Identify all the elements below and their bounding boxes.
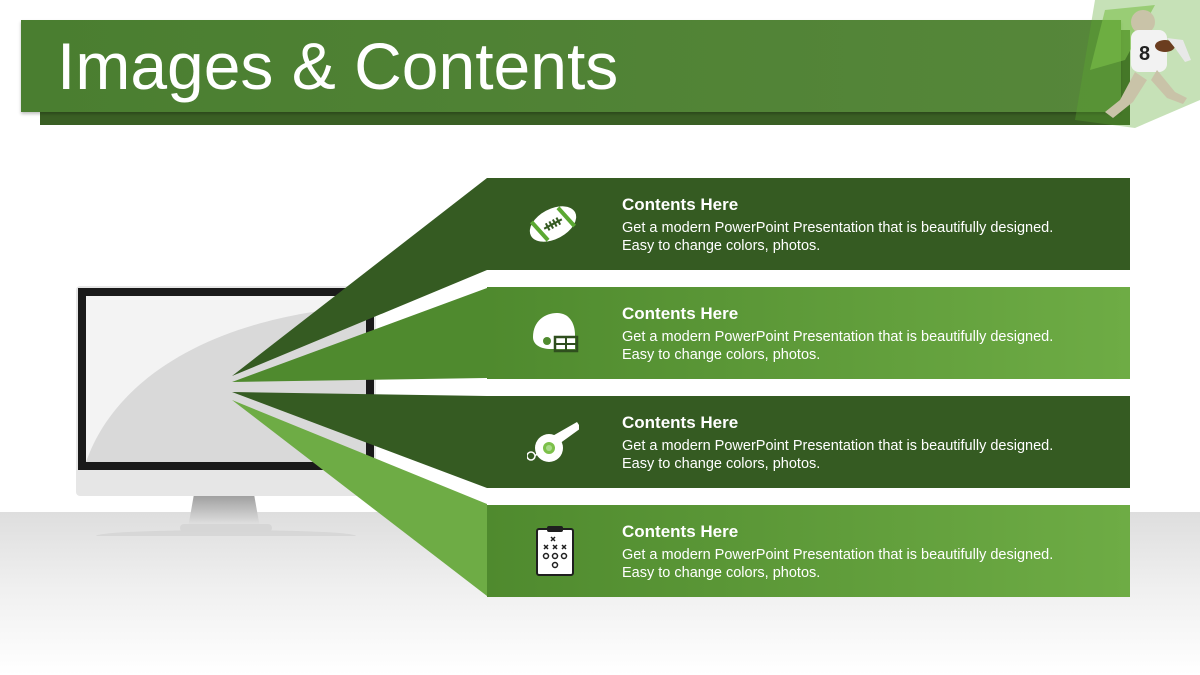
football-player-image: 8	[1075, 0, 1200, 128]
row-3-desc-line-1: Get a modern PowerPoint Presentation tha…	[622, 438, 1054, 454]
football-icon	[529, 206, 577, 242]
row-3-description: Get a modern PowerPoint Presentation tha…	[622, 437, 1102, 473]
title-bar: Images & Contents	[21, 20, 1121, 112]
beam-4	[232, 400, 487, 596]
row-3-title: Contents Here	[622, 413, 739, 432]
content-row-2: Contents Here Get a modern PowerPoint Pr…	[487, 287, 1130, 379]
whistle-icon	[527, 422, 579, 462]
row-1-desc-line-2: Easy to change colors, photos.	[622, 238, 821, 254]
beam-2	[232, 288, 487, 382]
row-4-title: Contents Here	[622, 522, 739, 541]
row-1-title: Contents Here	[622, 195, 739, 214]
content-row-4: Contents Here Get a modern PowerPoint Pr…	[487, 505, 1130, 597]
slide-title: Images & Contents	[57, 29, 619, 103]
row-4-desc-line-1: Get a modern PowerPoint Presentation tha…	[622, 547, 1054, 563]
content-row-3: Contents Here Get a modern PowerPoint Pr…	[487, 396, 1130, 488]
row-1-description: Get a modern PowerPoint Presentation tha…	[622, 219, 1102, 255]
row-2-title: Contents Here	[622, 304, 739, 323]
beam-3	[232, 392, 487, 488]
row-3-desc-line-2: Easy to change colors, photos.	[622, 456, 821, 472]
playbook-clipboard-icon	[536, 526, 574, 576]
row-2-description: Get a modern PowerPoint Presentation tha…	[622, 328, 1102, 364]
svg-text:8: 8	[1139, 43, 1150, 65]
row-2-desc-line-2: Easy to change colors, photos.	[622, 347, 821, 363]
row-4-desc-line-2: Easy to change colors, photos.	[622, 565, 821, 581]
helmet-icon	[533, 313, 579, 353]
row-4-description: Get a modern PowerPoint Presentation tha…	[622, 546, 1102, 582]
beam-1	[232, 178, 487, 376]
row-1-desc-line-1: Get a modern PowerPoint Presentation tha…	[622, 220, 1054, 236]
content-row-1: Contents Here Get a modern PowerPoint Pr…	[487, 178, 1130, 270]
row-2-desc-line-1: Get a modern PowerPoint Presentation tha…	[622, 329, 1054, 345]
